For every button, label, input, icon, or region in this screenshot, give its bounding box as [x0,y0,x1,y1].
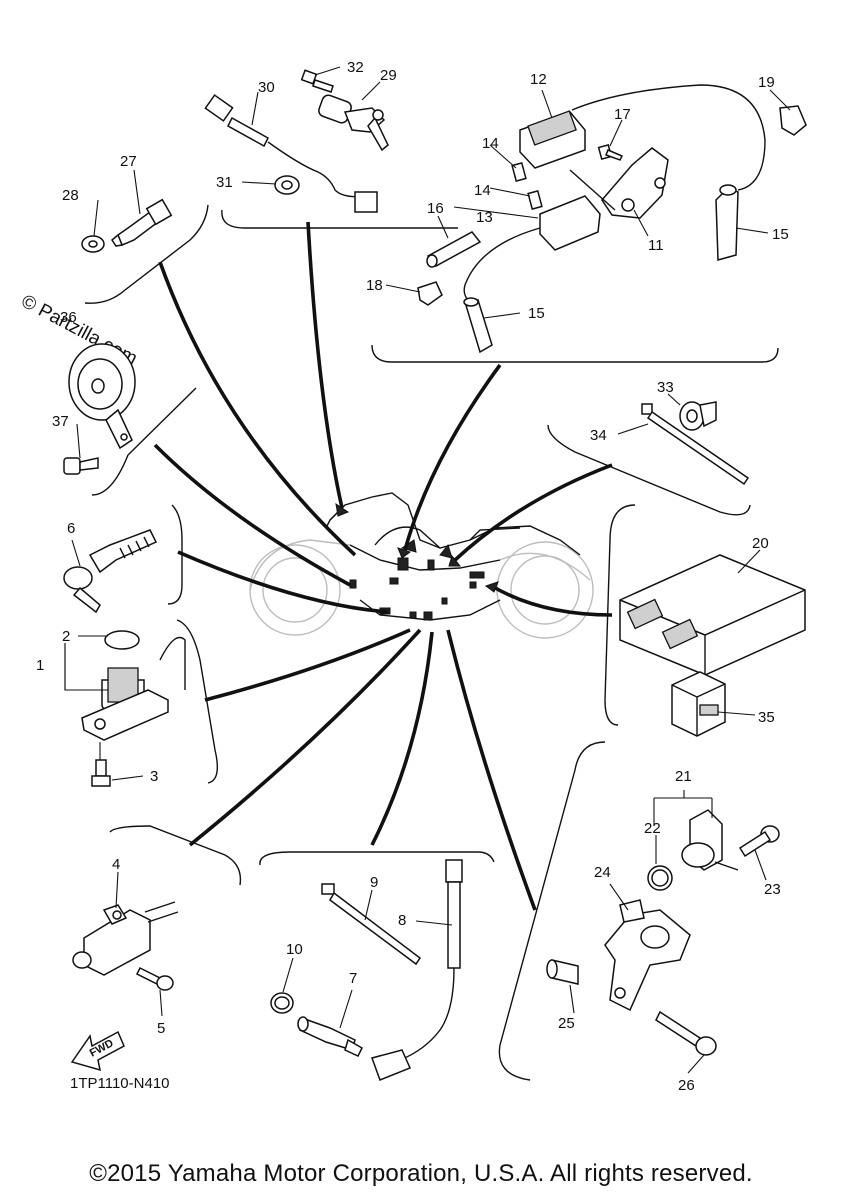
holder-33 [679,401,717,431]
callout-11: 11 [648,237,664,254]
ignition-coil-13 [463,195,601,303]
grommet-31 [274,175,300,195]
callout-12: 12 [530,71,547,88]
callout-7: 7 [349,970,357,987]
callout-1: 1 [36,657,44,674]
group-frames [84,204,779,1081]
washer-28 [81,235,105,253]
callout-30: 30 [258,79,275,96]
screw-5 [135,966,174,991]
horn-36 [68,343,136,450]
connector-lines [153,221,613,911]
clip-19 [779,105,807,136]
leader-lines [64,66,791,1074]
callout-13: 13 [476,209,493,226]
copyright-notice: ©2015 Yamaha Motor Corporation, U.S.A. A… [89,1160,753,1187]
sensor-assembly-1 [81,630,186,741]
callout-37: 37 [52,413,69,430]
neutral-switch-6 [63,529,158,614]
bolt-32 [300,69,334,93]
callout-19: 19 [758,74,775,91]
bolt-3 [91,759,111,787]
bolt-37 [63,457,99,475]
callout-28: 28 [62,187,79,204]
callout-5: 5 [157,1020,165,1037]
bolt-23 [738,825,780,858]
diagram-code: 1TP1110-N410 [70,1075,170,1092]
callout-9: 9 [370,874,378,891]
callout-numbers: 1 2 3 4 5 6 7 8 9 10 11 12 13 14 14 15 1… [36,59,789,1094]
callout-34: 34 [590,427,607,444]
clamp-18 [417,281,443,306]
callout-15a: 15 [772,226,789,243]
motorcycle-silhouette [249,492,594,639]
tube-16 [426,231,482,268]
callout-32: 32 [347,59,364,76]
sensor-21 [681,809,739,871]
callout-33: 33 [657,379,674,396]
bolt-17 [597,143,624,161]
bolt-14b [527,190,543,210]
switch-4 [72,901,179,976]
callout-18: 18 [366,277,383,294]
callout-23: 23 [764,881,781,898]
ecu-20 [619,554,806,676]
callout-10: 10 [286,941,303,958]
callout-14a: 14 [482,135,499,152]
cable-tie-34 [641,403,750,486]
callout-24: 24 [594,864,611,881]
callout-27: 27 [120,153,137,170]
ignition-coil-12 [519,84,766,191]
sensor-29 [318,94,389,152]
callout-22: 22 [644,820,661,837]
callout-20: 20 [752,535,769,552]
bolt-26 [655,1010,717,1056]
bracket-11 [569,147,669,219]
callout-25: 25 [558,1015,575,1032]
speed-sensor-lead-30 [204,94,378,213]
cable-tie-9 [321,883,422,966]
callout-26: 26 [678,1077,695,1094]
sensor-7 [297,1016,363,1057]
callout-2: 2 [62,628,70,645]
callout-4: 4 [112,856,120,873]
relay-35 [671,671,726,737]
lead-8 [371,859,463,1081]
fwd-arrow-icon: FWD [70,1030,125,1072]
callout-35: 35 [758,709,775,726]
callout-14b: 14 [474,182,491,199]
callout-8: 8 [398,912,406,929]
callout-36: 36 [60,309,77,326]
bracket-24 [604,899,691,1012]
o-ring-22 [647,865,673,891]
callout-17: 17 [614,106,631,123]
callout-29: 29 [380,67,397,84]
callout-3: 3 [150,768,158,785]
callout-15b: 15 [528,305,545,322]
temperature-sensor-27 [111,198,173,247]
callout-6: 6 [67,520,75,537]
plug-cap-15a [715,184,739,261]
callout-21: 21 [675,768,692,785]
o-ring-10 [270,992,294,1014]
plug-cap-15b [463,297,493,354]
collar-25 [546,959,579,985]
callout-16: 16 [427,200,444,217]
callout-31: 31 [216,174,233,191]
